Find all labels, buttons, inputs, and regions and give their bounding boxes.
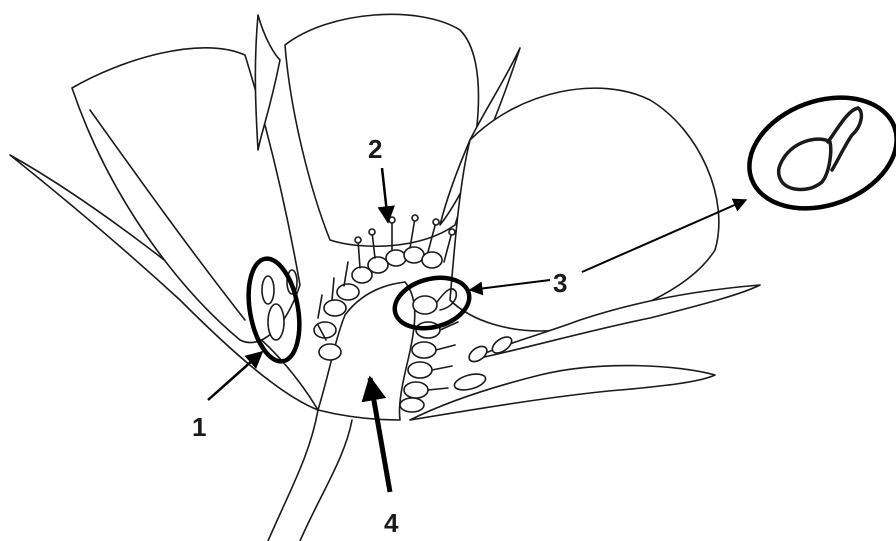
- stamen-detail: [413, 289, 456, 314]
- label-3: 3: [553, 268, 567, 298]
- magnified-stamen: [779, 108, 862, 190]
- sepal-right-bottom: [410, 366, 715, 420]
- petal-right: [450, 88, 719, 331]
- label-1: 1: [192, 412, 206, 442]
- sepal-top: [255, 15, 280, 150]
- label-4: 4: [384, 508, 399, 538]
- label-2: 2: [368, 134, 382, 164]
- arrow-1: [208, 352, 262, 400]
- stem: [268, 410, 352, 541]
